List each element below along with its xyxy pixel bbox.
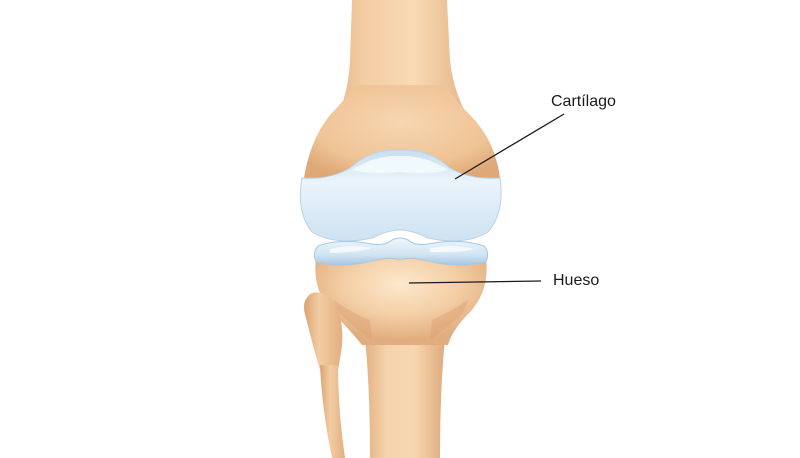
cartilage-highlight [352,155,448,174]
cartilage-label: Cartílago [551,93,616,110]
tibia-head [315,251,487,345]
tibial-cartilage [313,237,489,266]
bone-leader-line [408,280,542,284]
femur-condyle [304,85,500,178]
tibia-shadow-right [430,300,468,340]
femoral-cartilage [299,149,502,242]
fibula-head [304,292,343,370]
fibula-shaft [320,365,345,458]
cartilage-leader-line [454,113,565,180]
tibia-shadow-left [334,300,372,340]
meniscus-highlight [330,246,474,253]
bone-label: Hueso [553,272,600,289]
